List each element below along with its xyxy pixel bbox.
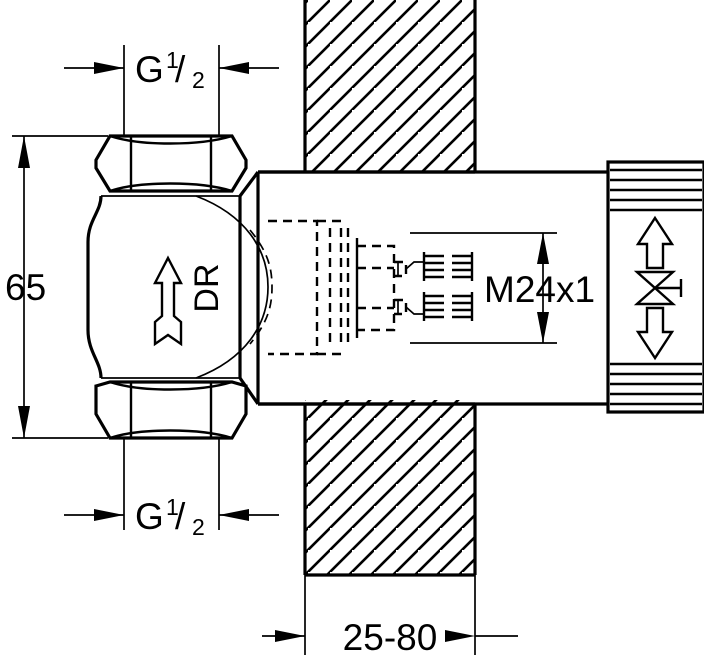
hex-nut-top	[94, 134, 248, 193]
top-thread-dimension-group	[64, 45, 279, 136]
escutcheon-flange	[606, 160, 704, 414]
top-thread-dimension-label: G 1 / 2	[135, 47, 205, 93]
hex-nut-bottom	[94, 380, 248, 440]
flow-direction-arrow	[153, 255, 183, 347]
top-thread-slash: /	[175, 49, 186, 90]
valve-bowtie-icon	[633, 270, 683, 306]
valve-body	[86, 195, 273, 379]
spindle-thread-dimension-group	[410, 232, 557, 344]
bottom-thread-prefix: G	[135, 496, 164, 537]
spindle-thread-dimension-label: M24x1	[484, 269, 595, 310]
wall-depth-dimension-group	[262, 575, 518, 655]
bottom-thread-dimension-label: G 1 / 2	[135, 494, 205, 540]
overall-height-dimension-label: 65	[5, 267, 46, 308]
overall-height-dimension-group	[12, 135, 108, 439]
top-thread-numerator: 1	[166, 47, 179, 73]
hidden-cartridge-detail	[268, 219, 424, 356]
bottom-thread-denominator: 2	[192, 514, 205, 540]
flow-label-dr: DR	[188, 263, 226, 312]
escutcheon-up-arrow-icon	[635, 215, 675, 270]
escutcheon-down-arrow-icon	[635, 306, 675, 361]
top-thread-denominator: 2	[192, 67, 205, 93]
bottom-thread-numerator: 1	[166, 494, 179, 520]
spindle-thread-marks	[422, 252, 474, 321]
wall-depth-dimension-label: 25-80	[343, 617, 438, 658]
bottom-thread-slash: /	[175, 496, 186, 537]
top-thread-prefix: G	[135, 49, 164, 90]
wall-section-upper	[258, 0, 477, 174]
wall-section-lower	[258, 400, 477, 577]
wall-sleeve	[238, 170, 608, 406]
bottom-thread-dimension-group	[64, 438, 279, 530]
